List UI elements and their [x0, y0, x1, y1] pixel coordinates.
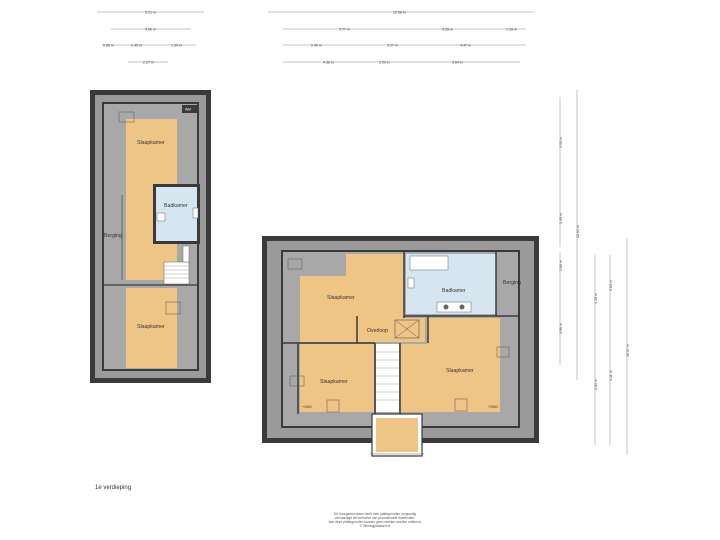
- label-slaapkamer-tl: Slaapkamer: [327, 295, 355, 301]
- label-height-bl: +1500: [302, 405, 312, 409]
- room-slaapkamer-br: [400, 318, 500, 412]
- dim-right-row3a: 2.49 m: [311, 44, 322, 48]
- footer-line-2: vervaardigd ten behoeve van promotionele…: [334, 516, 416, 520]
- dim-right-row4c: 3.64 m: [452, 61, 463, 65]
- label-slaapkamer-top: Slaapkamer: [137, 140, 165, 146]
- footer-line-1: Dit Voorgaand staan heeft hele plattegro…: [333, 512, 417, 516]
- dim-left-row1: 5.21 m: [145, 11, 156, 15]
- dim-left-row3b: 1.45 m: [131, 44, 142, 48]
- dim-vert-e: 3.96 m: [559, 323, 563, 334]
- label-height-br: +1500: [488, 405, 498, 409]
- left-dimensions: [97, 11, 204, 63]
- label-wm: WM: [185, 108, 191, 112]
- stairs-left: [163, 261, 190, 285]
- dim-right-row3c: 4.47 m: [460, 44, 471, 48]
- label-overloop: Overloop: [367, 328, 388, 334]
- left-floorplan: [90, 90, 211, 383]
- dim-vert-j: 10.57 m: [626, 344, 630, 357]
- room-slaapkamer-bl: [300, 344, 374, 412]
- dim-right-row2b: 4.28 m: [442, 28, 453, 32]
- dim-right-row4a: 4.36 m: [323, 61, 334, 65]
- dim-left-row4: 2.27 m: [143, 61, 154, 65]
- dim-vert-f: 4.29 m: [594, 293, 598, 304]
- dim-left-row3a: 0.86 m: [103, 44, 114, 48]
- dim-right-row2a: 5.77 m: [339, 28, 350, 32]
- stairs-right: [376, 344, 399, 412]
- dim-right-row2c: 1.33 m: [506, 28, 517, 32]
- label-badkamer-left: Badkamer: [164, 203, 188, 209]
- dim-vert-b: 2.49 m: [559, 213, 563, 224]
- dim-left-row2: 4.60 m: [145, 28, 156, 32]
- dim-vert-c: 1.60 m: [559, 260, 563, 271]
- room-slaapkamer-bottom: [126, 288, 177, 368]
- footer-line-3: Aan deze plattegronden kunnen geen recht…: [328, 520, 422, 524]
- footer-line-4: © Woningplaatsen.nl: [359, 524, 391, 528]
- dim-vert-d: 12.64 m: [576, 225, 580, 238]
- label-berging-left: Berging: [104, 233, 122, 239]
- dim-right-row4b: 2.09 m: [379, 61, 390, 65]
- dim-right-row1: 12.58 m: [393, 11, 406, 15]
- vertical-dimensions: [559, 90, 628, 455]
- label-slaapkamer-bl: Slaapkamer: [320, 379, 348, 385]
- room-berging-right: [498, 254, 518, 312]
- right-dimensions: [268, 11, 534, 63]
- dim-right-row3b: 3.27 m: [387, 44, 398, 48]
- dim-vert-g: 2.63 m: [609, 280, 613, 291]
- label-slaapkamer-bottom: Slaapkamer: [137, 324, 165, 330]
- floor-label: 1e verdieping: [95, 485, 132, 491]
- footer-disclaimer: Dit Voorgaand staan heeft hele plattegro…: [300, 512, 450, 528]
- dim-vert-a: 4.53 m: [559, 137, 563, 148]
- dim-left-row3c: 1.99 m: [171, 44, 182, 48]
- dim-vert-i: 3.11 m: [609, 370, 613, 381]
- right-floorplan: [262, 236, 539, 457]
- label-slaapkamer-br: Slaapkamer: [446, 368, 474, 374]
- label-badkamer-right: Badkamer: [442, 288, 466, 294]
- dim-vert-h: 3.61 m: [594, 379, 598, 390]
- label-berging-right: Berging: [503, 280, 521, 286]
